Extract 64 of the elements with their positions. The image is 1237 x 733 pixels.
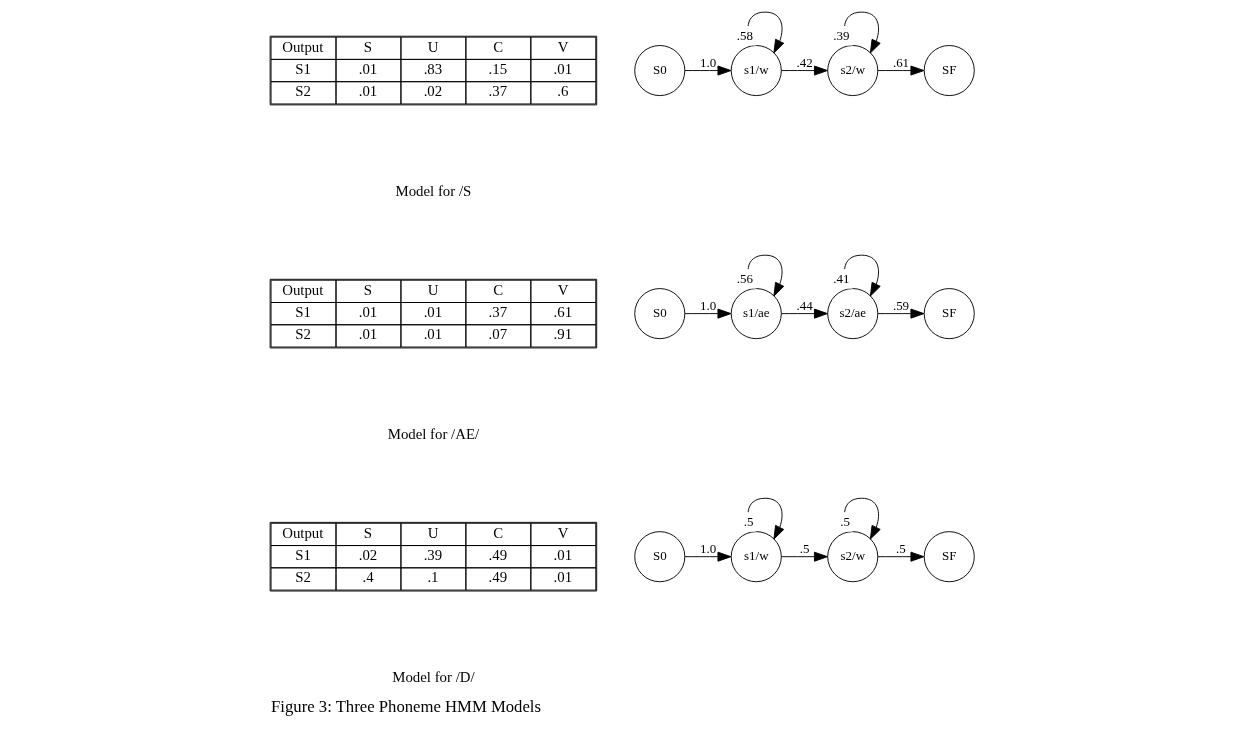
label: Output: [282, 38, 324, 55]
edge-label: .44: [796, 298, 813, 314]
label: .01: [423, 304, 443, 321]
label: S1: [295, 547, 311, 564]
label: .83: [423, 61, 443, 78]
label: .02: [358, 547, 378, 564]
label: .49: [488, 569, 508, 586]
label: .02: [423, 83, 443, 100]
edge-label: .5: [743, 513, 754, 529]
label: V: [557, 524, 569, 541]
label: Output: [282, 281, 324, 298]
edge-label: .61: [892, 55, 910, 71]
label: .01: [553, 547, 573, 564]
label: V: [557, 38, 569, 55]
label: .07: [488, 326, 508, 343]
edge-label: .5: [840, 513, 850, 529]
label: .61: [553, 304, 573, 321]
label: S2: [295, 569, 311, 586]
label: S: [363, 524, 373, 541]
label: .01: [553, 61, 573, 78]
label: V: [557, 281, 569, 298]
caption: Figure 3: Three Phoneme HMM Models: [271, 696, 542, 716]
label: .37: [488, 304, 508, 321]
edge-label: .42: [796, 55, 813, 71]
label: Output: [282, 524, 324, 541]
edge-label: 1.0: [699, 298, 717, 314]
edge-label: .39: [833, 27, 850, 43]
label: .91: [553, 326, 573, 343]
label: S: [363, 38, 373, 55]
label: C: [493, 38, 504, 55]
label: .6: [557, 83, 569, 100]
label: .1: [427, 569, 439, 586]
label: S1: [295, 304, 311, 321]
label: .49: [488, 547, 508, 564]
edge-label: .59: [892, 298, 910, 314]
label: S1: [295, 61, 311, 78]
edge-label: .5: [896, 541, 906, 557]
label: Model for /AE/: [387, 425, 480, 442]
label: Model for /S: [395, 182, 472, 199]
label: C: [493, 281, 504, 298]
label: U: [427, 524, 439, 541]
label: .37: [488, 83, 508, 100]
label: .15: [488, 61, 508, 78]
label: .4: [362, 569, 374, 586]
label: .39: [423, 547, 443, 564]
label: .01: [358, 61, 378, 78]
label: C: [493, 524, 504, 541]
edge-label: 1.0: [699, 55, 717, 71]
label: U: [427, 281, 439, 298]
label: .01: [358, 326, 378, 343]
label: S: [363, 281, 373, 298]
edge-label: .56: [736, 270, 753, 286]
label: .01: [423, 326, 443, 343]
label: S2: [295, 326, 311, 343]
label: S2: [295, 83, 311, 100]
edge-label: .41: [833, 270, 850, 286]
label: .01: [358, 304, 378, 321]
label: .01: [553, 569, 573, 586]
label: U: [427, 38, 439, 55]
edge-label: .5: [799, 541, 810, 557]
label: .01: [358, 83, 378, 100]
edge-label: 1.0: [699, 541, 717, 557]
label: Model for /D/: [392, 668, 475, 685]
edge-label: .58: [736, 27, 753, 43]
